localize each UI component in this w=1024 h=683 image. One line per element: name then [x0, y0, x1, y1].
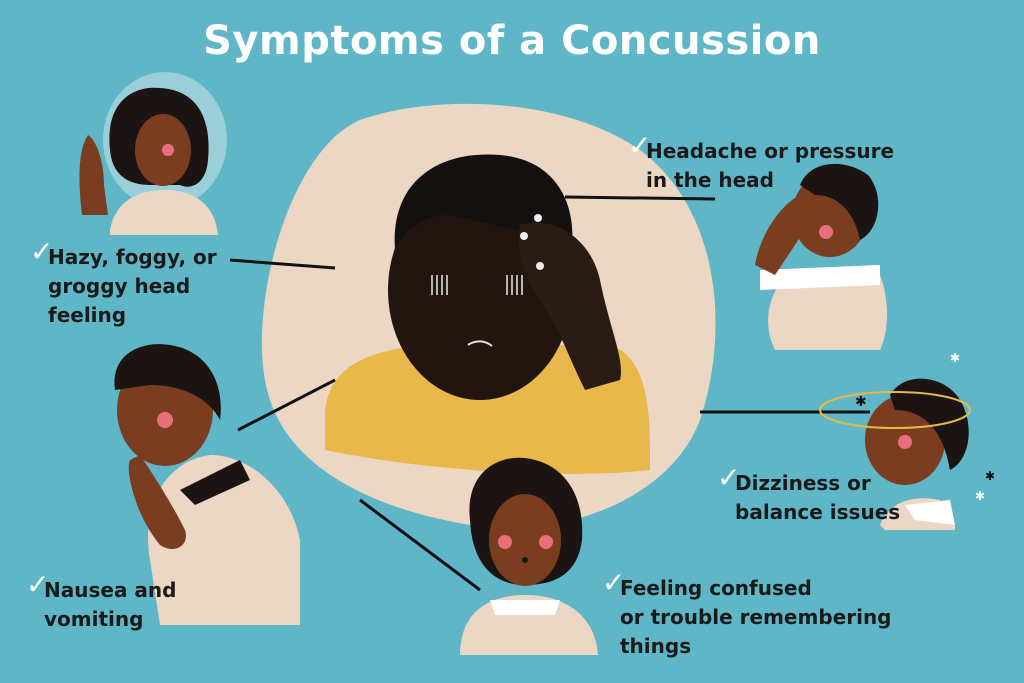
symptom-line: Headache or pressure: [646, 139, 895, 163]
checkmark-icon: ✓: [30, 235, 54, 268]
svg-text:✱: ✱: [950, 351, 960, 365]
page-title: Symptoms of a Concussion: [203, 18, 821, 64]
hazy-person: [79, 72, 227, 235]
svg-text:✱: ✱: [855, 394, 867, 410]
central-person: [325, 154, 650, 474]
checkmark-icon: ✓: [717, 461, 741, 494]
connector-lines: [229, 195, 870, 592]
symptom-line: Feeling confused: [620, 576, 812, 600]
svg-text:✱: ✱: [985, 469, 995, 483]
headache-person: [755, 163, 887, 350]
symptom-line: things: [620, 634, 692, 658]
symptom-nausea: ✓ Nausea and vomiting: [26, 570, 177, 634]
symptom-line: vomiting: [44, 607, 144, 631]
symptom-line: balance issues: [735, 500, 901, 524]
symptom-line: feeling: [48, 303, 127, 327]
symptom-line: groggy head: [48, 274, 191, 298]
symptom-line: or trouble remembering: [620, 605, 892, 629]
svg-text:✱: ✱: [975, 489, 985, 503]
symptom-line: Dizziness or: [735, 471, 871, 495]
symptom-confused: ✓ Feeling confused or trouble rememberin…: [602, 568, 892, 661]
symptom-line: Hazy, foggy, or: [48, 245, 217, 269]
dizzy-person: ✱ ✱ ✱ ✱: [819, 351, 995, 530]
symptom-hazy: ✓ Hazy, foggy, or groggy head feeling: [30, 237, 217, 330]
checkmark-icon: ✓: [602, 566, 626, 599]
nausea-person: [114, 344, 300, 625]
symptom-dizziness: ✓ Dizziness or balance issues: [717, 463, 901, 527]
symptom-line: in the head: [646, 168, 774, 192]
confused-person: [460, 457, 598, 655]
checkmark-icon: ✓: [628, 129, 652, 162]
symptom-line: Nausea and: [44, 578, 177, 602]
checkmark-icon: ✓: [26, 568, 50, 601]
symptom-headache: ✓ Headache or pressure in the head: [628, 131, 895, 195]
